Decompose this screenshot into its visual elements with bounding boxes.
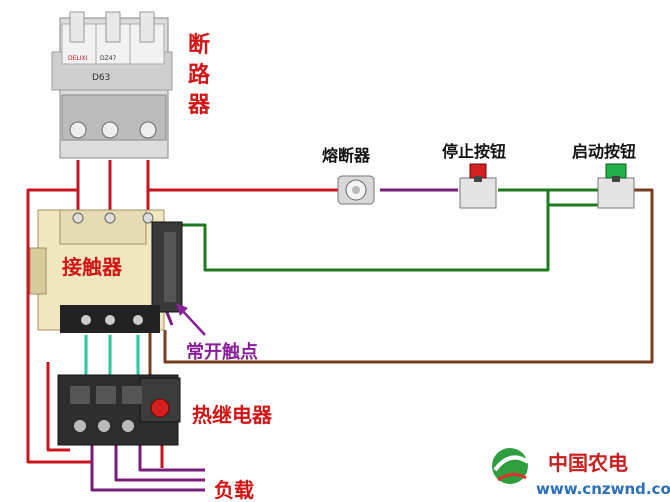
breaker-model: DZ47 xyxy=(100,55,117,62)
start-button-label: 启动按钮 xyxy=(572,142,636,161)
stop-button-label: 停止按钮 xyxy=(442,142,506,161)
breaker-rating: D63 xyxy=(92,73,110,83)
load-label: 负载 xyxy=(214,478,254,502)
breaker-terminal-2 xyxy=(101,121,119,139)
contactor-label: 接触器 xyxy=(62,255,123,279)
breaker-terminal-3 xyxy=(139,121,157,139)
fuse-label: 熔断器 xyxy=(322,146,371,165)
circuit-breaker: DELIXI DZ47 D63 xyxy=(51,11,173,159)
start-button xyxy=(597,163,635,209)
wire-brown-return xyxy=(163,188,654,364)
breaker-label-char-1: 断 xyxy=(188,32,210,58)
watermark-url: www.cnzwnd.com xyxy=(536,480,670,498)
thermal-relay xyxy=(57,374,181,446)
wire-green-coil xyxy=(170,190,550,272)
wire-load-2 xyxy=(114,440,205,482)
no-contact-arrow xyxy=(176,303,206,336)
wire-load-1 xyxy=(90,440,205,492)
fuse xyxy=(337,175,375,205)
no-contact-label: 常开触点 xyxy=(186,341,258,363)
wire-load-3 xyxy=(138,440,205,472)
breaker-label-char-2: 路 xyxy=(188,62,211,88)
breaker-label-char-3: 器 xyxy=(187,93,211,118)
stop-button xyxy=(459,163,497,209)
contactor xyxy=(29,209,183,333)
wire-red-left-relay xyxy=(46,362,70,452)
wire-brown-down xyxy=(148,330,155,382)
breaker-terminal-1 xyxy=(69,121,87,139)
watermark: 中国农电 www.cnzwnd.com xyxy=(484,440,670,502)
breaker-brand: DELIXI xyxy=(68,55,88,62)
watermark-name: 中国农电 xyxy=(548,451,628,475)
breaker-label: 断 路 器 xyxy=(187,32,211,118)
thermal-relay-label: 热继电器 xyxy=(192,403,273,427)
